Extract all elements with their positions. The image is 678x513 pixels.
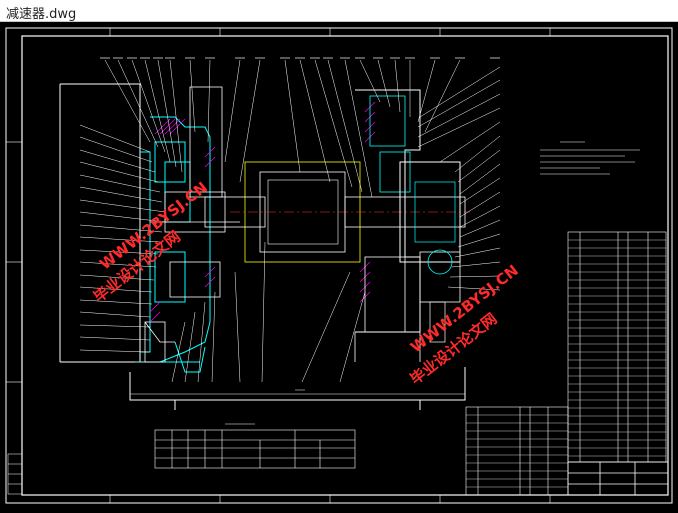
cad-drawing: WWW.2BYSJ.CN 毕业设计论文网 WWW.2BYSJ.CN 毕业设计论文… bbox=[5, 27, 673, 504]
leader-lines-top bbox=[104, 59, 461, 198]
drawing-canvas[interactable]: WWW.2BYSJ.CN 毕业设计论文网 WWW.2BYSJ.CN 毕业设计论文… bbox=[0, 22, 678, 509]
gear-parameter-table bbox=[154, 423, 356, 469]
leader-lines-right bbox=[417, 66, 501, 291]
window-titlebar: 减速器.dwg bbox=[0, 0, 678, 22]
title-block bbox=[567, 461, 669, 496]
parts-list-table bbox=[567, 231, 667, 463]
window-title: 减速器.dwg bbox=[6, 7, 77, 22]
watermark-lower: WWW.2BYSJ.CN 毕业设计论文网 bbox=[407, 261, 522, 388]
margin-ticks bbox=[6, 28, 551, 503]
bottom-dimension bbox=[130, 389, 465, 395]
sheet-inner-border bbox=[21, 35, 669, 496]
central-drum bbox=[204, 161, 470, 263]
parts-list-rows bbox=[568, 239, 666, 457]
technical-requirements bbox=[540, 141, 640, 175]
sheet-outer-border bbox=[5, 27, 673, 504]
left-revision-block bbox=[7, 453, 23, 495]
leader-lines-left bbox=[79, 124, 166, 363]
leader-lines-bottom bbox=[171, 241, 366, 383]
parts-list-lower bbox=[465, 406, 569, 496]
parts-list-lower-rows bbox=[466, 414, 568, 488]
